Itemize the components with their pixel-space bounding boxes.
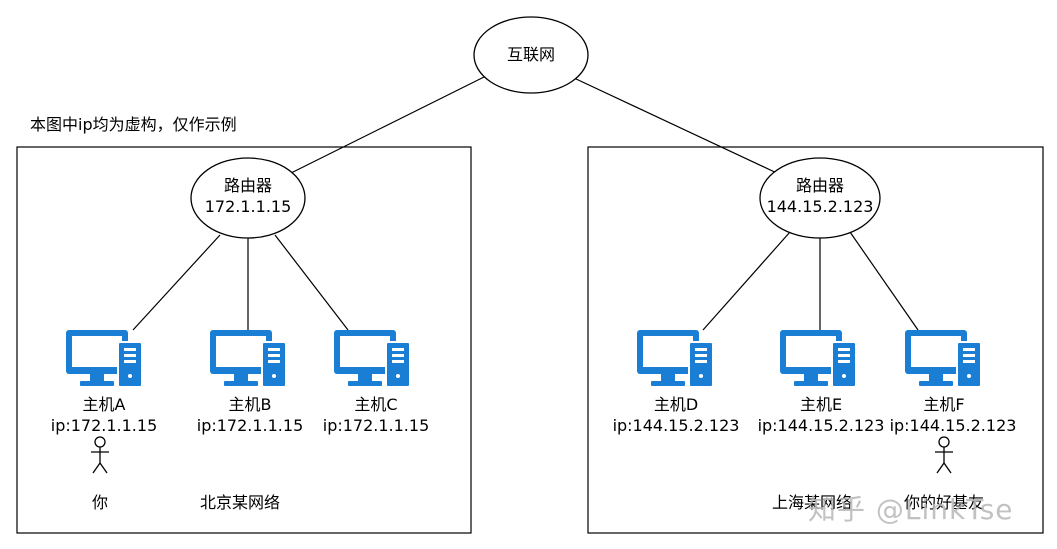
person-friend-label: 你的好基友 [903, 493, 985, 512]
shanghai-network-label: 上海某网络 [772, 493, 853, 512]
link-router-hostD [702, 231, 791, 331]
shanghai-router-node [759, 157, 881, 239]
link-router-hostF [849, 231, 919, 331]
hostB-name: 主机B [228, 395, 272, 414]
computer-icon-hostD [636, 329, 714, 388]
hostE-ip: ip:144.15.2.123 [757, 416, 885, 435]
hostF-ip: ip:144.15.2.123 [889, 416, 1017, 435]
hostE-name: 主机E [799, 395, 843, 414]
computer-icon-hostE [779, 329, 857, 388]
computer-icon-hostB [209, 329, 287, 388]
internet-node [473, 16, 589, 94]
hostC-ip: ip:172.1.1.15 [322, 416, 430, 435]
beijing-router-node [190, 157, 306, 239]
person-icon-friend [934, 436, 954, 474]
hostF-name: 主机F [923, 395, 965, 414]
shanghai-router-ip: 144.15.2.123 [766, 197, 874, 216]
hostD-ip: ip:144.15.2.123 [612, 416, 740, 435]
beijing-router-label: 路由器 [223, 176, 273, 195]
link-internet-shanghai [573, 77, 782, 176]
hostA-ip: ip:172.1.1.15 [50, 416, 158, 435]
hostB-ip: ip:172.1.1.15 [196, 416, 304, 435]
person-icon-you [90, 436, 110, 474]
link-router-hostC [274, 234, 349, 331]
person-you-label: 你 [91, 493, 109, 512]
beijing-network-box [16, 146, 472, 534]
link-internet-beijing [280, 75, 487, 179]
computer-icon-hostF [904, 329, 982, 388]
hostC-name: 主机C [354, 395, 398, 414]
diagram-note: 本图中ip均为虚构，仅作示例 [30, 115, 237, 134]
watermark: 知乎 @LinkTse [808, 493, 1014, 526]
computer-icon-hostA [65, 329, 143, 388]
shanghai-network-box [587, 146, 1044, 534]
link-router-hostA [132, 234, 221, 331]
shanghai-router-label: 路由器 [795, 176, 845, 195]
beijing-network-label: 北京某网络 [200, 493, 281, 512]
internet-label: 互联网 [506, 45, 556, 64]
hostA-name: 主机A [82, 395, 126, 414]
computer-icon-hostC [333, 329, 411, 388]
beijing-router-ip: 172.1.1.15 [204, 197, 292, 216]
hostD-name: 主机D [653, 395, 699, 414]
